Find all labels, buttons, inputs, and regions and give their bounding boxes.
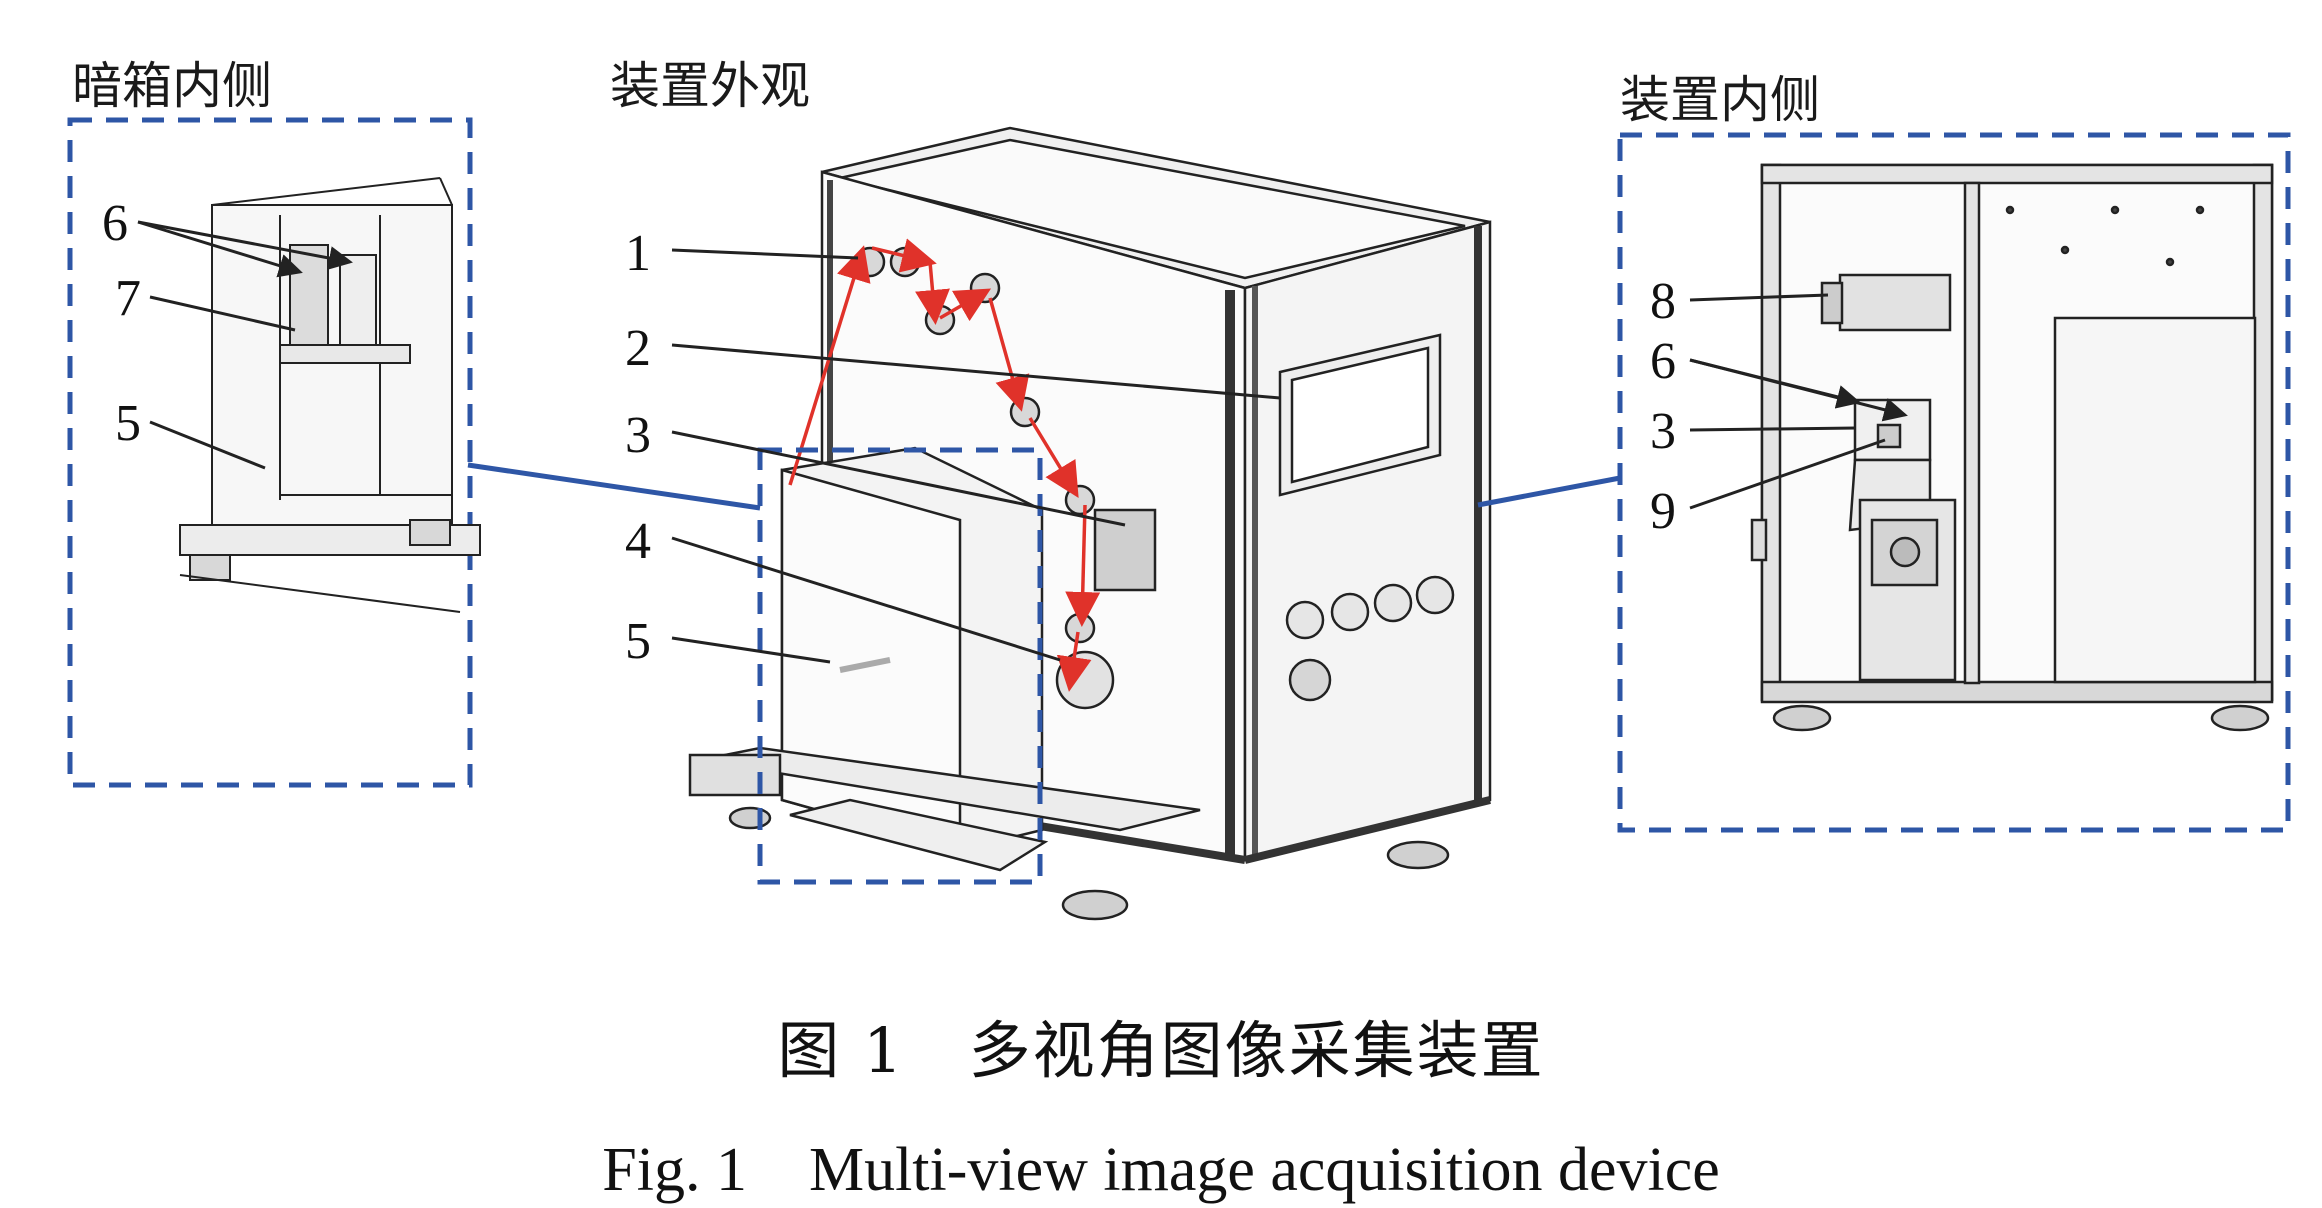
- callout-9-right: 9: [1650, 483, 1676, 540]
- callout-2: 2: [625, 320, 651, 377]
- device-exterior: [688, 126, 1492, 921]
- right-leader-lines: [1689, 293, 1908, 510]
- right-panel-title: 装置内侧: [1620, 71, 1820, 129]
- film-path-arrows: [788, 238, 1101, 692]
- callout-7-left: 7: [115, 270, 141, 327]
- callout-5-left: 5: [115, 395, 141, 452]
- left-connector-line: [467, 462, 761, 511]
- left-panel-title: 暗箱内侧: [72, 57, 272, 115]
- center-dashed-frame: [757, 447, 1043, 885]
- device-drawing: 6 7 5: [67, 117, 2291, 921]
- caption-english: Fig. 1 Multi-view image acquisition devi…: [602, 1136, 1720, 1204]
- left-leader-lines: [137, 220, 353, 470]
- center-leader-lines: [671, 248, 1281, 664]
- right-connector-line: [1477, 475, 1621, 508]
- callout-5: 5: [625, 613, 651, 670]
- device-interior: [1750, 163, 2274, 732]
- callout-3: 3: [625, 407, 651, 464]
- left-dashed-frame: [67, 117, 473, 788]
- callout-3-right: 3: [1650, 403, 1676, 460]
- callout-1: 1: [625, 225, 651, 282]
- callout-4: 4: [625, 513, 651, 570]
- callout-6-left: 6: [102, 195, 128, 252]
- darkbox-interior: [179, 177, 481, 613]
- caption-chinese: 图 1 多视角图像采集装置: [777, 1014, 1545, 1087]
- right-dashed-frame: [1617, 132, 2291, 833]
- center-panel-title: 装置外观: [610, 57, 810, 115]
- callout-6-right: 6: [1650, 333, 1676, 390]
- callout-8-right: 8: [1650, 273, 1676, 330]
